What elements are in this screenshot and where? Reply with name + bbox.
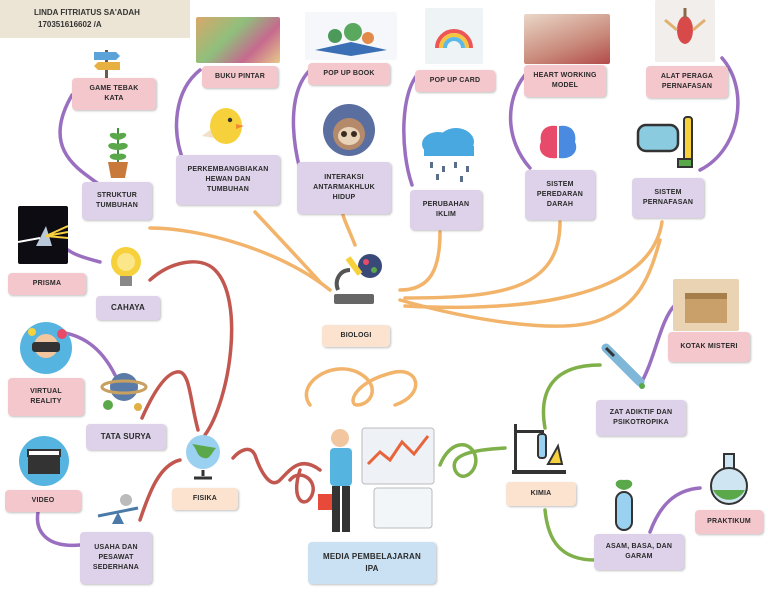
link-center-fisika	[231, 447, 322, 485]
node-perubahan-iklim: PERUBAHAN IKLIM	[410, 190, 482, 230]
link-biologi-struktur	[148, 226, 332, 292]
node-heart-working-model: HEART WORKING MODEL	[524, 65, 606, 97]
link-peredaran-heart	[508, 73, 532, 170]
link-fisika-cahaya	[148, 260, 234, 437]
lab-stand-icon	[510, 420, 566, 481]
link-fisika-usaha	[138, 458, 182, 522]
buku-pintar-photo	[196, 17, 280, 63]
syringe-icon	[600, 342, 646, 395]
link-biologi-lower	[398, 238, 662, 328]
link-biologi-pernafasan	[403, 220, 664, 310]
author-id: 170351616602 /A	[38, 20, 102, 29]
node-sistem-pernafasan: SISTEM PERNAFASAN	[632, 178, 704, 218]
link-kimia-asam	[543, 508, 597, 562]
flask-icon	[706, 452, 752, 511]
node-kotak-misteri: KOTAK MISTERI	[668, 332, 750, 362]
node-usaha-pesawat: USAHA DAN PESAWAT SEDERHANA	[80, 532, 152, 584]
node-cahaya: CAHAYA	[96, 296, 160, 320]
node-game-tebak-kata: GAME TEBAK KATA	[72, 78, 156, 110]
link-center-kimia	[438, 443, 507, 478]
link-center-biologi	[304, 367, 418, 407]
hub-fisika: FISIKA	[172, 488, 238, 510]
link-asam-praktikum	[648, 486, 702, 534]
node-tata-surya: TATA SURYA	[86, 424, 166, 450]
link-biologi-perubahan	[398, 230, 442, 292]
node-popup-card: POP UP CARD	[415, 70, 495, 92]
link-cahaya-prisma	[66, 248, 102, 264]
rain-cloud-icon	[416, 126, 478, 193]
snorkel-mask-icon	[636, 115, 700, 180]
link-zat-kotak	[638, 303, 677, 387]
prisma-photo	[17, 206, 69, 264]
link-fisika-center-loop	[288, 468, 315, 504]
link-perubahan-popupcard	[402, 70, 422, 187]
clapperboard-icon	[18, 436, 70, 491]
link-kimia-zat	[541, 363, 602, 430]
link-usaha-video	[35, 510, 82, 548]
node-perkembangbiakan: PERKEMBANGBIAKAN HEWAN DAN TUMBUHAN	[176, 155, 280, 205]
node-virtual-reality: VIRTUAL REALITY	[8, 378, 84, 416]
alat-peraga-photo	[655, 0, 715, 62]
link-biologi-perkembangbiakan	[253, 210, 322, 284]
vr-headset-icon	[20, 322, 72, 379]
node-interaksi: INTERAKSI ANTARMAKHLUK HIDUP	[297, 162, 391, 214]
link-struktur-game	[58, 93, 102, 187]
lightbulb-icon	[108, 244, 144, 295]
link-fisika-tatasurya	[140, 370, 200, 432]
link-interaksi-popupbook	[291, 68, 312, 172]
kotak-misteri-photo	[673, 279, 739, 331]
globe-icon	[182, 432, 224, 485]
node-peredaran-darah: SISTEM PEREDARAN DARAH	[525, 170, 595, 220]
node-praktikum: PRAKTIKUM	[695, 510, 763, 534]
node-popup-book: POP UP BOOK	[308, 63, 390, 85]
seesaw-balance-icon	[96, 492, 140, 533]
node-video: VIDEO	[5, 490, 81, 512]
hub-kimia: KIMIA	[506, 482, 576, 506]
node-alat-peraga: ALAT PERAGA PERNAFASAN	[646, 66, 728, 98]
signpost-icon	[90, 46, 124, 83]
heart-model-photo	[524, 14, 610, 64]
saturn-planet-icon	[98, 365, 148, 418]
link-perkembangbiakan-buku	[174, 68, 202, 167]
chick-icon	[196, 96, 248, 153]
popup-card-photo	[425, 8, 483, 64]
center-node: MEDIA PEMBELAJARAN IPA	[308, 542, 436, 584]
plant-icon	[100, 122, 136, 183]
microscope-icon	[330, 250, 384, 311]
sloth-icon	[323, 104, 375, 161]
author-name: LINDA FITRIATUS SA'ADAH	[34, 8, 140, 17]
node-prisma: PRISMA	[8, 273, 86, 295]
node-zat-adiktif: ZAT ADIKTIF DAN PSIKOTROPIKA	[596, 400, 686, 436]
link-biologi-peredaran	[403, 220, 562, 300]
hub-biologi: BIOLOGI	[322, 325, 390, 347]
brain-icon	[535, 122, 581, 169]
author-header: LINDA FITRIATUS SA'ADAH 170351616602 /A	[0, 0, 190, 38]
node-buku-pintar: BUKU PINTAR	[202, 66, 278, 88]
link-pernafasan-alat	[698, 56, 740, 172]
test-tube-plant-icon	[606, 476, 642, 537]
presenter-chart-icon	[318, 424, 438, 547]
popup-book-photo	[305, 12, 397, 60]
node-struktur-tumbuhan: STRUKTUR TUMBUHAN	[82, 182, 152, 220]
link-biologi-interaksi	[341, 213, 357, 247]
node-asam-basa-garam: ASAM, BASA, DAN GARAM	[594, 534, 684, 570]
